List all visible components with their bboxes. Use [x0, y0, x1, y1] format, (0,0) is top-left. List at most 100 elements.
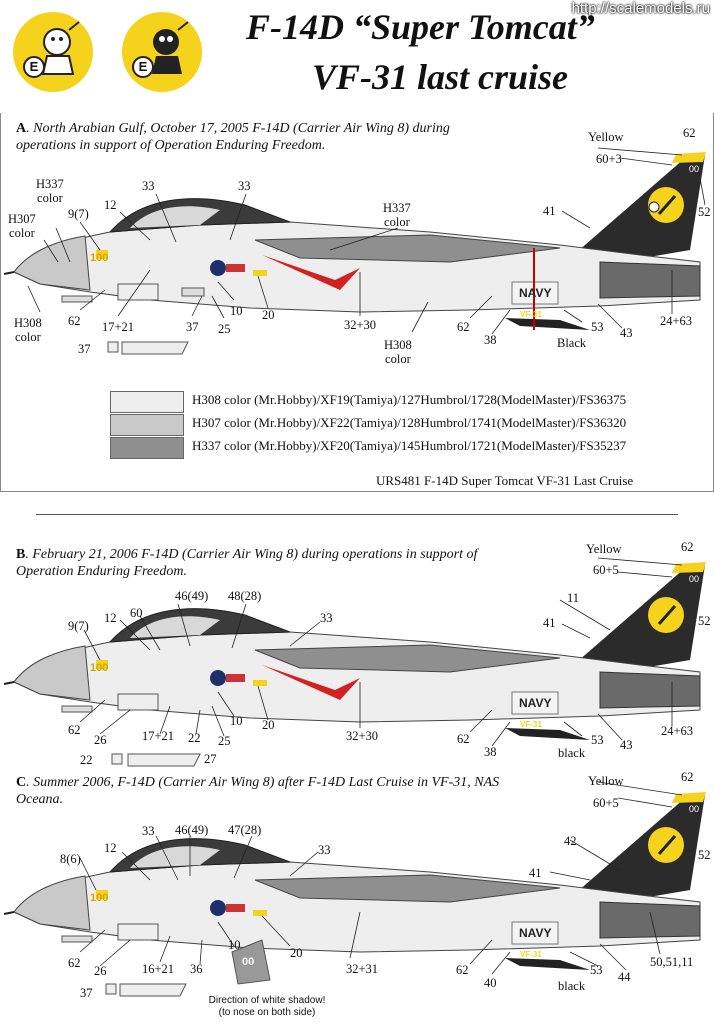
- label-tail-00: 00: [689, 164, 700, 174]
- label-32-30: 32+30: [344, 318, 377, 332]
- label-38: 38: [484, 333, 497, 347]
- label-100: 100: [90, 252, 109, 264]
- label-60: 60: [130, 606, 143, 620]
- label-33: 33: [142, 179, 155, 193]
- swatch-h337: [110, 437, 184, 459]
- section-b-caption: B. February 21, 2006 F-14D (Carrier Air …: [16, 546, 516, 580]
- squadron-badge-left: E: [13, 12, 93, 92]
- label-9-7: 9(7): [68, 207, 89, 221]
- label-tail-00: 00: [689, 574, 700, 584]
- label-53: 53: [591, 733, 604, 747]
- aircraft-c: [3, 781, 706, 997]
- section-c-caption: C. Summer 2006, F-14D (Carrier Air Wing …: [16, 774, 536, 808]
- label-50-51-11: 50,51,11: [650, 955, 694, 969]
- badge-e-letter: E: [132, 56, 154, 78]
- label-62: 62: [68, 723, 81, 737]
- label-20: 20: [262, 718, 275, 732]
- label-10: 10: [228, 938, 241, 952]
- swatch-h308: [110, 391, 184, 413]
- label-62: 62: [681, 540, 694, 554]
- section-a-text: . North Arabian Gulf, October 17, 2005 F…: [16, 121, 450, 153]
- label-h307-color: H307 color: [8, 212, 36, 240]
- label-100: 100: [90, 662, 109, 674]
- label-h308-color: H308 color: [14, 316, 42, 344]
- label-47-28: 47(28): [228, 823, 262, 837]
- label-26: 26: [94, 964, 107, 978]
- label-46-49: 46(49): [175, 589, 209, 603]
- label-62: 62: [457, 732, 470, 746]
- label-60-3: 60+3: [596, 152, 622, 166]
- label-navy: NAVY: [519, 926, 552, 940]
- felix-cat-icon: [152, 21, 189, 74]
- label-navy: NAVY: [519, 696, 552, 710]
- label-12: 12: [104, 841, 117, 855]
- label-60-5: 60+5: [593, 563, 619, 577]
- section-a-letter: A: [16, 121, 27, 136]
- section-b-text: . February 21, 2006 F-14D (Carrier Air W…: [16, 547, 478, 579]
- label-22: 22: [80, 753, 93, 767]
- label-48-28: 48(28): [228, 589, 262, 603]
- legend-h308: H308 color (Mr.Hobby)/XF19(Tamiya)/127Hu…: [192, 392, 627, 407]
- label-22: 22: [188, 731, 201, 745]
- label-100: 100: [90, 892, 109, 904]
- label-25: 25: [218, 734, 231, 748]
- label-41: 41: [543, 616, 556, 630]
- label-vf31: VF-31: [520, 950, 542, 959]
- label-52: 52: [698, 614, 711, 628]
- label-43: 43: [620, 326, 633, 340]
- label-10: 10: [230, 304, 243, 318]
- label-53: 53: [591, 320, 604, 334]
- label-yellow: Yellow: [588, 130, 624, 144]
- label-52: 52: [698, 205, 711, 219]
- label-h337-color: H337 color: [383, 201, 411, 229]
- label-46-49: 46(49): [175, 823, 209, 837]
- footer-product: URS481 F-14D Super Tomcat VF-31 Last Cru…: [376, 473, 634, 488]
- label-41: 41: [529, 866, 542, 880]
- page-title: F-14D “Super Tomcat”: [246, 7, 595, 47]
- label-32-31: 32+31: [346, 962, 379, 976]
- section-c-text: . Summer 2006, F-14D (Carrier Air Wing 8…: [16, 775, 500, 807]
- label-62: 62: [68, 956, 81, 970]
- shadow-direction-note: Direction of white shadow! (to nose on b…: [208, 995, 326, 1018]
- label-53: 53: [590, 963, 603, 977]
- label-43: 43: [620, 738, 633, 752]
- label-37: 37: [80, 986, 93, 1000]
- label-62: 62: [68, 314, 81, 328]
- label-10: 10: [230, 714, 243, 728]
- label-44: 44: [618, 970, 631, 984]
- divider: [36, 514, 678, 515]
- label-41: 41: [543, 204, 556, 218]
- watermark: http://scalemodels.ru: [571, 0, 710, 17]
- label-52: 52: [698, 848, 711, 862]
- label-26: 26: [94, 733, 107, 747]
- legend-h337: H337 color (Mr.Hobby)/XF20(Tamiya)/145Hu…: [192, 438, 627, 453]
- label-12: 12: [104, 611, 117, 625]
- aircraft-b: [3, 557, 706, 767]
- label-37: 37: [186, 320, 199, 334]
- label-17-21: 17+21: [102, 320, 135, 334]
- label-33: 33: [318, 843, 331, 857]
- label-32-30: 32+30: [346, 729, 379, 743]
- label-11: 11: [567, 591, 580, 605]
- page-subtitle: VF-31 last cruise: [312, 57, 569, 97]
- label-tail-00: 00: [689, 804, 700, 814]
- badge-e-letter: E: [23, 56, 45, 78]
- label-vf31: VF-31: [520, 720, 542, 729]
- label-8-6: 8(6): [60, 852, 81, 866]
- squadron-badge-right: E: [122, 12, 202, 92]
- label-27: 27: [204, 752, 217, 766]
- section-c-letter: C: [16, 775, 27, 790]
- label-black: black: [558, 746, 586, 760]
- label-62: 62: [456, 963, 469, 977]
- aircraft-a: [3, 147, 706, 355]
- label-62: 62: [457, 320, 470, 334]
- legend-h307: H307 color (Mr.Hobby)/XF22(Tamiya)/128Hu…: [192, 415, 627, 430]
- label-12: 12: [104, 198, 117, 212]
- label-33: 33: [320, 611, 333, 625]
- label-yellow: Yellow: [588, 774, 624, 788]
- label-62: 62: [683, 126, 696, 140]
- label-37: 37: [78, 342, 91, 356]
- label-24-63: 24+63: [661, 724, 694, 738]
- label-20: 20: [290, 946, 303, 960]
